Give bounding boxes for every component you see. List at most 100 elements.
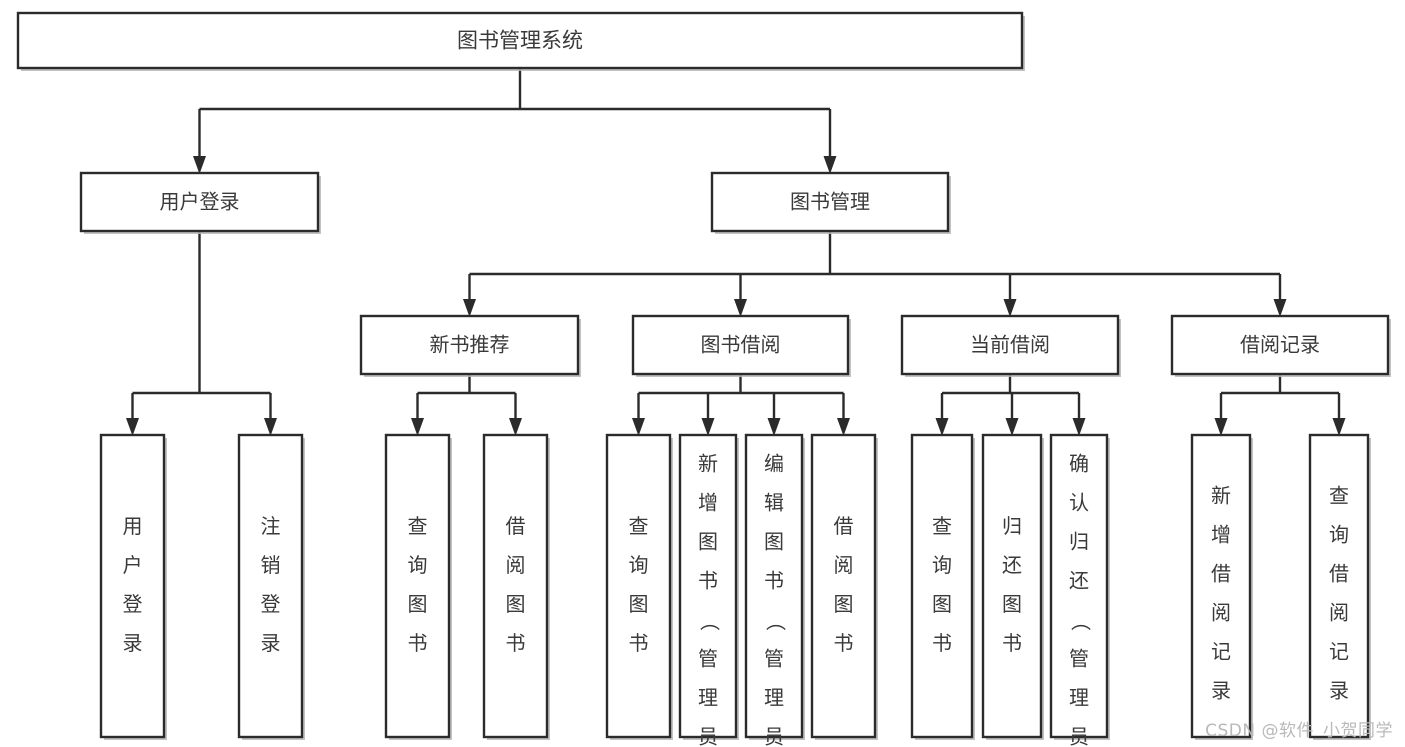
svg-text:阅: 阅 bbox=[1211, 601, 1231, 625]
arrow-head-icon bbox=[823, 156, 837, 174]
svg-text:书: 书 bbox=[834, 631, 854, 655]
node-box[interactable] bbox=[1049, 433, 1109, 739]
svg-text:认: 认 bbox=[1069, 491, 1089, 515]
connectors-layer bbox=[126, 68, 1346, 436]
node-box[interactable] bbox=[810, 433, 877, 739]
arrow-head-icon bbox=[837, 418, 850, 436]
svg-text:书: 书 bbox=[698, 569, 718, 593]
svg-text:理: 理 bbox=[764, 686, 784, 710]
svg-text:书: 书 bbox=[408, 631, 428, 655]
svg-text:员: 员 bbox=[1069, 725, 1089, 747]
arrow-head-icon bbox=[1003, 299, 1017, 317]
svg-text:管: 管 bbox=[698, 647, 718, 671]
svg-text:增: 增 bbox=[698, 491, 718, 515]
svg-text:录: 录 bbox=[261, 631, 281, 655]
node-root[interactable]: 图书管理系统 bbox=[16, 11, 1025, 71]
svg-text:图: 图 bbox=[764, 530, 784, 554]
node-leaf-user-login[interactable]: 用户登录 bbox=[99, 433, 167, 740]
node-borrow-record[interactable]: 借阅记录 bbox=[1170, 314, 1391, 377]
node-label: 新书推荐 bbox=[430, 333, 510, 357]
svg-text:书: 书 bbox=[506, 631, 526, 655]
arrow-head-icon bbox=[701, 418, 715, 436]
node-box[interactable] bbox=[910, 433, 974, 739]
svg-text:借: 借 bbox=[1329, 562, 1349, 586]
node-box[interactable] bbox=[900, 314, 1120, 376]
svg-text:编: 编 bbox=[764, 452, 784, 476]
node-box[interactable] bbox=[79, 171, 320, 233]
svg-text:登: 登 bbox=[123, 592, 143, 616]
node-user-login[interactable]: 用户登录 bbox=[79, 171, 321, 234]
node-new-book-recommend[interactable]: 新书推荐 bbox=[359, 314, 581, 377]
node-box[interactable] bbox=[744, 433, 804, 739]
svg-text:询: 询 bbox=[932, 553, 952, 577]
arrow-head-icon bbox=[734, 299, 747, 317]
node-box[interactable] bbox=[605, 433, 672, 739]
node-current-borrow[interactable]: 当前借阅 bbox=[900, 314, 1121, 377]
node-box[interactable] bbox=[99, 433, 166, 739]
node-box[interactable] bbox=[981, 433, 1043, 739]
arrow-head-icon bbox=[264, 418, 277, 436]
arrow-head-icon bbox=[411, 418, 424, 436]
svg-text:图: 图 bbox=[1002, 592, 1022, 616]
svg-text:图: 图 bbox=[698, 530, 718, 554]
node-box[interactable] bbox=[237, 433, 304, 739]
svg-text:管: 管 bbox=[764, 647, 784, 671]
svg-text:（: （ bbox=[698, 611, 722, 631]
svg-text:查: 查 bbox=[408, 514, 428, 538]
node-box[interactable] bbox=[384, 433, 451, 739]
svg-text:员: 员 bbox=[764, 725, 784, 747]
node-box[interactable] bbox=[16, 11, 1024, 70]
svg-text:阅: 阅 bbox=[506, 553, 526, 577]
node-box[interactable] bbox=[1170, 314, 1390, 376]
arrow-head-icon bbox=[126, 418, 139, 436]
node-box[interactable] bbox=[678, 433, 738, 739]
node-box[interactable] bbox=[359, 314, 580, 376]
svg-text:用: 用 bbox=[123, 514, 143, 538]
svg-text:确: 确 bbox=[1069, 452, 1089, 476]
svg-text:询: 询 bbox=[1329, 523, 1349, 547]
arrow-head-icon bbox=[767, 418, 781, 436]
svg-text:员: 员 bbox=[698, 725, 718, 747]
svg-text:图: 图 bbox=[834, 592, 854, 616]
node-box[interactable] bbox=[1308, 433, 1370, 739]
node-book-borrow[interactable]: 图书借阅 bbox=[631, 314, 851, 377]
svg-text:理: 理 bbox=[1069, 686, 1089, 710]
svg-text:询: 询 bbox=[629, 553, 649, 577]
node-box[interactable] bbox=[631, 314, 850, 376]
arrow-head-icon bbox=[509, 418, 522, 436]
arrow-head-icon bbox=[463, 299, 476, 317]
node-box[interactable] bbox=[1190, 433, 1252, 739]
svg-text:书: 书 bbox=[764, 569, 784, 593]
node-book-management[interactable]: 图书管理 bbox=[710, 171, 951, 234]
arrow-head-icon bbox=[1332, 418, 1346, 436]
svg-text:新: 新 bbox=[698, 452, 718, 476]
node-label: 当前借阅 bbox=[970, 333, 1050, 357]
svg-text:录: 录 bbox=[1329, 679, 1349, 703]
svg-text:销: 销 bbox=[261, 553, 281, 577]
arrow-head-icon bbox=[1214, 418, 1228, 436]
svg-text:查: 查 bbox=[932, 514, 952, 538]
arrow-head-icon bbox=[193, 156, 206, 174]
node-box[interactable] bbox=[710, 171, 950, 233]
connector-group-book-borrow bbox=[632, 374, 850, 436]
svg-text:（: （ bbox=[1069, 611, 1093, 631]
svg-text:还: 还 bbox=[1002, 553, 1022, 577]
node-box[interactable] bbox=[482, 433, 549, 739]
svg-text:注: 注 bbox=[261, 514, 281, 538]
